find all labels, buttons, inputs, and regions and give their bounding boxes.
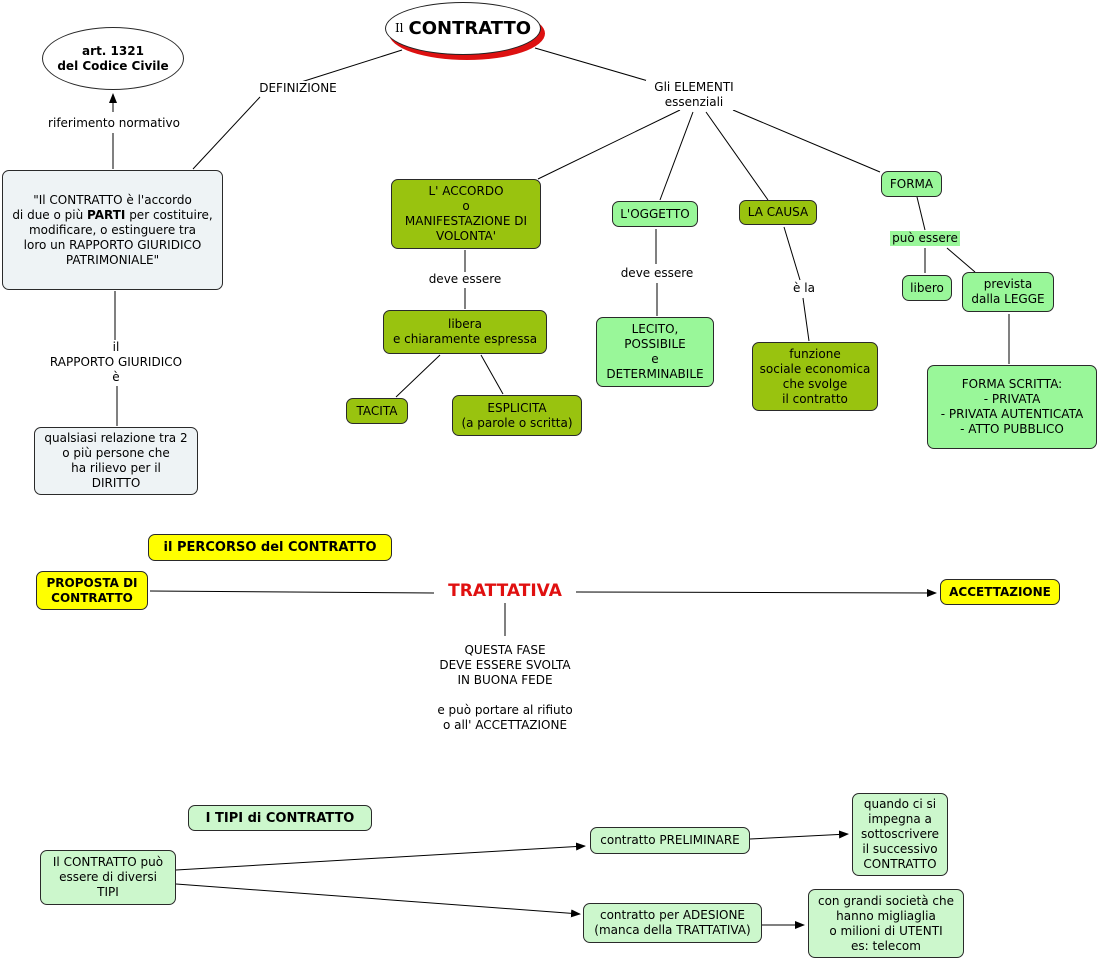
accettazione-node[interactable]: ACCETTAZIONE	[940, 579, 1060, 605]
tipi-heading[interactable]: I TIPI di CONTRATTO	[188, 805, 372, 831]
label-deve-essere-accordo: deve essere	[424, 272, 506, 287]
title-main: CONTRATTO	[408, 18, 532, 39]
adesione-desc-node[interactable]: con grandi società che hanno migliaglia …	[808, 889, 964, 958]
libero-node[interactable]: libero	[902, 275, 952, 301]
definition-text: "Il CONTRATTO è l'accordo di due o più P…	[12, 192, 213, 267]
oggetto-node[interactable]: L'OGGETTO	[612, 201, 698, 227]
esplicita-node[interactable]: ESPLICITA (a parole o scritta)	[452, 395, 582, 436]
oggetto-detail-node[interactable]: LECITO, POSSIBILE e DETERMINABILE	[596, 317, 714, 387]
causa-detail-node[interactable]: funzione sociale economica che svolge il…	[752, 342, 878, 411]
trattativa-label: TRATTATIVA	[434, 580, 576, 602]
percorso-note: QUESTA FASE DEVE ESSERE SVOLTA IN BUONA …	[415, 643, 595, 733]
tipi-root-node[interactable]: Il CONTRATTO può essere di diversi TIPI	[40, 850, 176, 905]
percorso-heading[interactable]: il PERCORSO del CONTRATTO	[148, 534, 392, 561]
label-rapporto: il RAPPORTO GIURIDICO è	[42, 340, 190, 385]
label-elementi: Gli ELEMENTI essenziali	[646, 80, 742, 110]
proposta-node[interactable]: PROPOSTA DI CONTRATTO	[36, 571, 148, 610]
article-node[interactable]: art. 1321 del Codice Civile	[42, 27, 184, 90]
title-prefix: Il	[394, 21, 404, 35]
label-e-la: è la	[786, 281, 822, 296]
tacita-node[interactable]: TACITA	[346, 398, 408, 424]
accordo-node[interactable]: L' ACCORDO o MANIFESTAZIONE DI VOLONTA'	[391, 179, 541, 249]
definition-bold-parti: PARTI	[87, 207, 126, 222]
libera-node[interactable]: libera e chiaramente espressa	[383, 310, 547, 354]
definition-node[interactable]: "Il CONTRATTO è l'accordo di due o più P…	[2, 170, 223, 290]
label-deve-essere-oggetto: deve essere	[616, 266, 698, 281]
forma-scritta-node[interactable]: FORMA SCRITTA: - PRIVATA - PRIVATA AUTEN…	[927, 365, 1097, 449]
forma-node[interactable]: FORMA	[881, 171, 942, 197]
adesione-node[interactable]: contratto per ADESIONE (manca della TRAT…	[583, 903, 762, 943]
preliminare-node[interactable]: contratto PRELIMINARE	[590, 827, 750, 854]
relation-node[interactable]: qualsiasi relazione tra 2 o più persone …	[34, 427, 198, 495]
title-node[interactable]: Il CONTRATTO	[385, 2, 541, 55]
causa-node[interactable]: LA CAUSA	[739, 200, 817, 225]
label-definizione: DEFINIZIONE	[253, 81, 343, 96]
label-riferimento: riferimento normativo	[44, 116, 184, 131]
preliminare-desc-node[interactable]: quando ci si impegna a sottoscrivere il …	[852, 793, 948, 876]
prevista-node[interactable]: prevista dalla LEGGE	[962, 272, 1054, 312]
label-puo-essere: può essere	[890, 231, 960, 246]
